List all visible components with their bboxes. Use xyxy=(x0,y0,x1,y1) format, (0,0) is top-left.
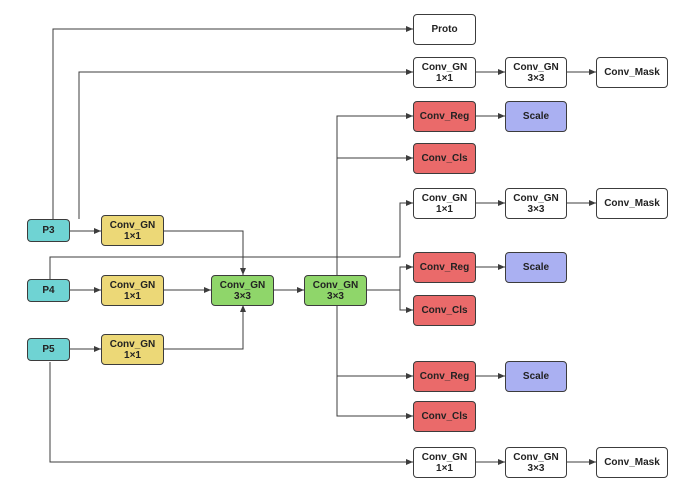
edge-p3-mask1 xyxy=(78,69,413,219)
edge-p5conv-fuse xyxy=(164,305,246,350)
proto-node: Proto xyxy=(413,14,476,45)
p5-node: P5 xyxy=(27,338,70,361)
conv-cls-node-3: Conv_Cls xyxy=(413,401,476,432)
edge-p5-mask3 xyxy=(49,362,413,465)
edge-p3-proto xyxy=(52,26,413,219)
conv-reg-node-2: Conv_Reg xyxy=(413,252,476,283)
p4-node: P4 xyxy=(27,279,70,302)
edge-head-reg2 xyxy=(367,264,413,291)
conv-reg-node-1: Conv_Reg xyxy=(413,101,476,132)
scale-node-3: Scale xyxy=(505,361,567,392)
edge-head-reg3 xyxy=(336,305,413,379)
mask1-conv-mask-node: Conv_Mask xyxy=(596,57,668,88)
mask2-conv-mask-node: Conv_Mask xyxy=(596,188,668,219)
conv-cls-node-2: Conv_Cls xyxy=(413,295,476,326)
edge-head-cls2 xyxy=(399,290,413,313)
conv-cls-node-1: Conv_Cls xyxy=(413,143,476,174)
p3-node: P3 xyxy=(27,219,70,242)
scale-node-1: Scale xyxy=(505,101,567,132)
mask3-conv-mask-node: Conv_Mask xyxy=(596,447,668,478)
edge-head-reg1 xyxy=(336,113,413,275)
edge-p4-mask2 xyxy=(49,200,413,279)
edge-head-cls3 xyxy=(336,376,413,419)
scale-node-2: Scale xyxy=(505,252,567,283)
edge-p3conv-fuse xyxy=(164,230,246,275)
conv-reg-node-3: Conv_Reg xyxy=(413,361,476,392)
